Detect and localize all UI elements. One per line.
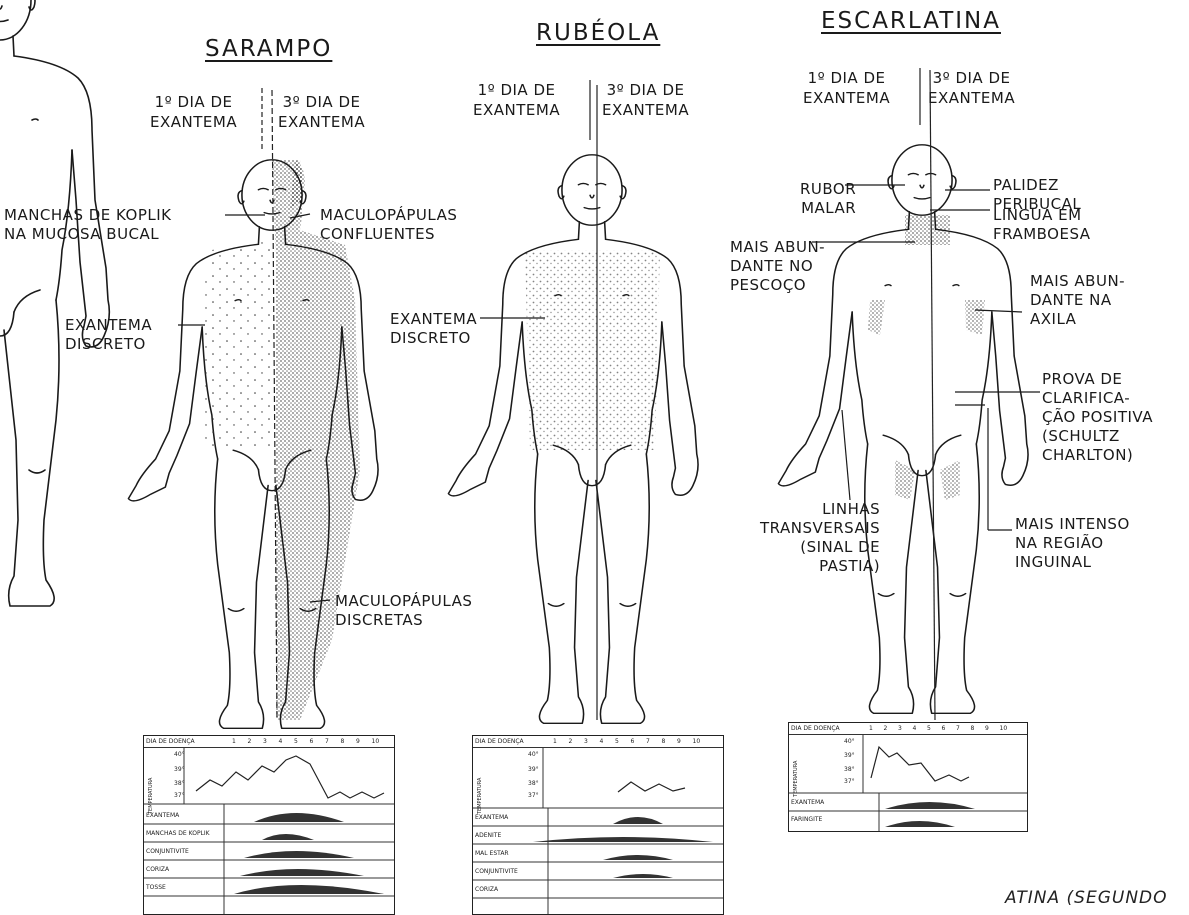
row-label: MAL ESTAR: [475, 850, 509, 857]
row-label: FARINGITE: [791, 816, 822, 823]
row-label: MANCHAS DE KOPLIK: [146, 830, 210, 837]
row-label: TOSSE: [146, 884, 166, 891]
sarampo-day1: 1º DIA DE EXANTEMA: [150, 92, 237, 132]
label-lingua-framboesa: LINGUA EM FRAMBOESA: [993, 206, 1091, 244]
rubeola-day1: 1º DIA DE EXANTEMA: [473, 80, 560, 120]
row-label: ADENITE: [475, 832, 501, 839]
label-axila: MAIS ABUN- DANTE NA AXILA: [1030, 272, 1125, 329]
row-label: CORIZA: [475, 886, 498, 893]
label-prova-clarificacao: PROVA DE CLARIFICA- ÇÃO POSITIVA (SCHULT…: [1042, 370, 1153, 465]
row-label: CONJUNTIVITE: [146, 848, 189, 855]
row-label: EXANTEMA: [791, 799, 824, 806]
rubeola-figure: [448, 85, 698, 723]
temperature-curve: [473, 736, 723, 914]
row-label: CONJUNTIVITE: [475, 868, 518, 875]
label-exantema-discreto-rubeola: EXANTEMA DISCRETO: [390, 310, 477, 348]
escarlatina-figure: [778, 70, 1028, 720]
title-sarampo: SARAMPO: [205, 36, 332, 62]
label-pescoco: MAIS ABUN- DANTE NO PESCOÇO: [730, 238, 825, 295]
temperature-curve: [789, 723, 1027, 831]
label-exantema-discreto-sarampo: EXANTEMA DISCRETO: [65, 316, 152, 354]
label-koplik: MANCHAS DE KOPLIK NA MUCOSA BUCAL: [4, 206, 172, 244]
escarlatina-day3: 3º DIA DE EXANTEMA: [928, 68, 1015, 108]
label-mais-intenso-inguinal: MAIS INTENSO NA REGIÃO INGUINAL: [1015, 515, 1130, 572]
figure-caption: ATINA (SEGUNDO: [1005, 888, 1168, 908]
label-rubor-malar: RUBOR MALAR: [800, 180, 856, 218]
label-linhas-transversais: LINHAS TRANSVERSAIS (SINAL DE PASTIA): [760, 500, 880, 576]
rubeola-day3: 3º DIA DE EXANTEMA: [602, 80, 689, 120]
row-label: CORIZA: [146, 866, 169, 873]
label-maculopapulas-discretas: MACULOPÁPULAS DISCRETAS: [335, 592, 472, 630]
sarampo-figure: [128, 90, 378, 728]
label-maculopapulas-confluentes: MACULOPÁPULAS CONFLUENTES: [320, 206, 457, 244]
title-rubeola: RUBÉOLA: [536, 20, 660, 46]
row-label: EXANTEMA: [475, 814, 508, 821]
temperature-curve: [144, 736, 394, 914]
title-escarlatina: ESCARLATINA: [821, 8, 1001, 34]
escarlatina-day1: 1º DIA DE EXANTEMA: [803, 68, 890, 108]
row-label: EXANTEMA: [146, 812, 179, 819]
sarampo-day3: 3º DIA DE EXANTEMA: [278, 92, 365, 132]
